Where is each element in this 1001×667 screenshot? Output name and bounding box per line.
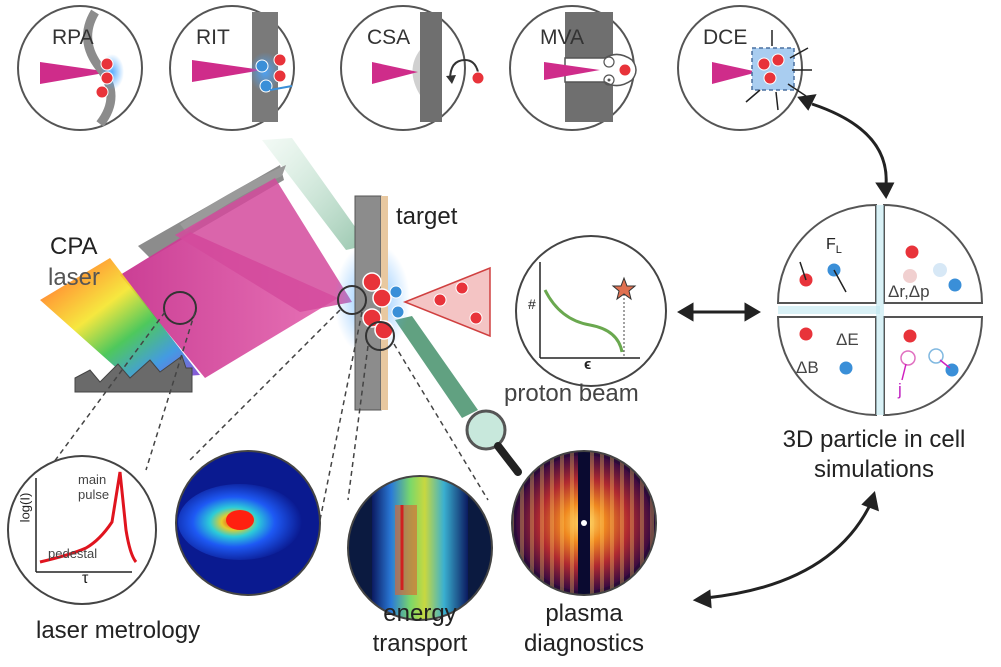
zoom-guide-lines — [47, 309, 489, 521]
proton-icon — [362, 272, 382, 292]
delta-e-label: ΔE — [836, 330, 859, 349]
proton-icon — [374, 320, 394, 340]
spectral-beam-shape — [40, 258, 200, 380]
focal-spot-image — [176, 451, 320, 595]
proton-icon — [771, 53, 785, 67]
pic-title-line2: simulations — [813, 456, 935, 483]
proton-icon — [95, 85, 109, 99]
parabolic-mirror-shape — [180, 165, 286, 232]
mechanism-mva-inset — [509, 5, 637, 131]
proton-icon — [273, 53, 287, 67]
delta-r-p-label: Δr,Δp — [888, 282, 930, 301]
star-icon — [611, 276, 637, 301]
proton-beam-label: proton beam — [504, 380, 639, 407]
spectrum-x-label: ϵ — [584, 356, 592, 373]
field-out-of-page-icon — [603, 74, 615, 86]
mechanism-label-csa: CSA — [367, 26, 411, 49]
mechanism-label-rit: RIT — [196, 26, 230, 49]
proton-icon — [618, 63, 632, 77]
delta-b-label: ΔB — [796, 358, 819, 377]
proton-icon — [757, 57, 771, 71]
cpa-label: CPA — [50, 233, 98, 260]
pic-title-line1: 3D particle in cell — [782, 426, 966, 453]
laser-pulse-shape — [40, 62, 110, 84]
spectrum-curve — [543, 289, 624, 353]
laser-pulse-shape — [544, 62, 600, 80]
target-label: target — [396, 203, 458, 230]
target-shape — [420, 12, 442, 122]
mechanism-rit-inset — [169, 5, 295, 131]
energy-transport-image — [348, 476, 492, 620]
focused-beam-shape — [175, 178, 352, 312]
mechanism-label-mva: MVA — [540, 26, 584, 49]
electron-icon — [391, 305, 405, 319]
double-arrow-dce-to-pic — [797, 94, 895, 199]
spectrum-y-label: # — [528, 296, 536, 312]
proton-icon — [100, 57, 114, 71]
main-pulse-label-line1: main — [78, 472, 107, 487]
metrology-zoom-circle — [163, 291, 197, 325]
electron-icon — [389, 285, 403, 299]
proton-icon — [273, 69, 287, 83]
plasma-diagnostics-image — [512, 451, 656, 595]
laser-pulse-shape — [712, 62, 758, 84]
probe-beam-shape — [262, 138, 368, 250]
energy-label: energy — [383, 600, 457, 627]
current-density-label: j — [898, 380, 902, 399]
pedestal-label: pedestal — [48, 546, 98, 561]
electron-icon — [255, 59, 269, 73]
double-arrow-proton-to-pic — [677, 302, 761, 322]
electron-icon — [259, 79, 273, 93]
diagnostics-label: diagnostics — [523, 630, 645, 657]
proton-icon — [904, 244, 920, 260]
laser-label: laser — [48, 264, 101, 291]
proton-icon — [798, 326, 814, 342]
mechanism-csa-inset — [340, 5, 485, 131]
proton-icon — [455, 281, 469, 295]
grating-icon — [74, 355, 193, 393]
pic-simulation-panel — [776, 203, 984, 417]
magnifier-icon — [465, 409, 522, 476]
mechanism-label-rpa: RPA — [52, 26, 94, 49]
lorentz-force-label: FL — [826, 236, 842, 257]
focal-zoom-circle — [337, 285, 367, 315]
foil-shape — [83, 9, 116, 127]
proton-icon — [100, 71, 114, 85]
metrology-y-label: log(I) — [17, 492, 33, 523]
target-foil — [334, 195, 410, 411]
laser-metrology-label: laser metrology — [36, 617, 201, 644]
explosion-arrows — [745, 30, 812, 111]
mechanism-rpa-inset — [17, 5, 143, 131]
double-arrow-plasma-to-pic — [692, 490, 880, 609]
proton-icon — [763, 71, 777, 85]
main-pulse-label-line2: pulse — [78, 487, 110, 502]
proton-beam-cone — [402, 266, 491, 338]
proton-icon — [902, 328, 918, 344]
plasma-label: plasma — [545, 600, 623, 627]
transport-zoom-circle — [365, 321, 395, 351]
laser-beam-shape — [120, 232, 338, 378]
field-into-page-icon — [603, 56, 615, 68]
transport-label: transport — [372, 630, 468, 657]
proton-spectrum-inset — [515, 235, 667, 387]
metrology-x-label: τ — [82, 570, 89, 587]
proton-icon — [372, 288, 392, 308]
laser-pulse-shape — [192, 60, 262, 82]
laser-metrology-inset — [7, 455, 157, 605]
mechanism-label-dce: DCE — [703, 26, 748, 49]
diagnostic-beam-shape — [395, 316, 478, 418]
pulse-contrast-curve — [39, 471, 138, 564]
electron-icon — [947, 277, 963, 293]
proton-icon — [433, 293, 447, 307]
proton-icon — [471, 71, 485, 85]
proton-icon — [469, 311, 483, 325]
mechanism-dce-inset — [677, 5, 812, 131]
electron-icon — [838, 360, 854, 376]
laser-pulse-shape — [372, 62, 418, 84]
